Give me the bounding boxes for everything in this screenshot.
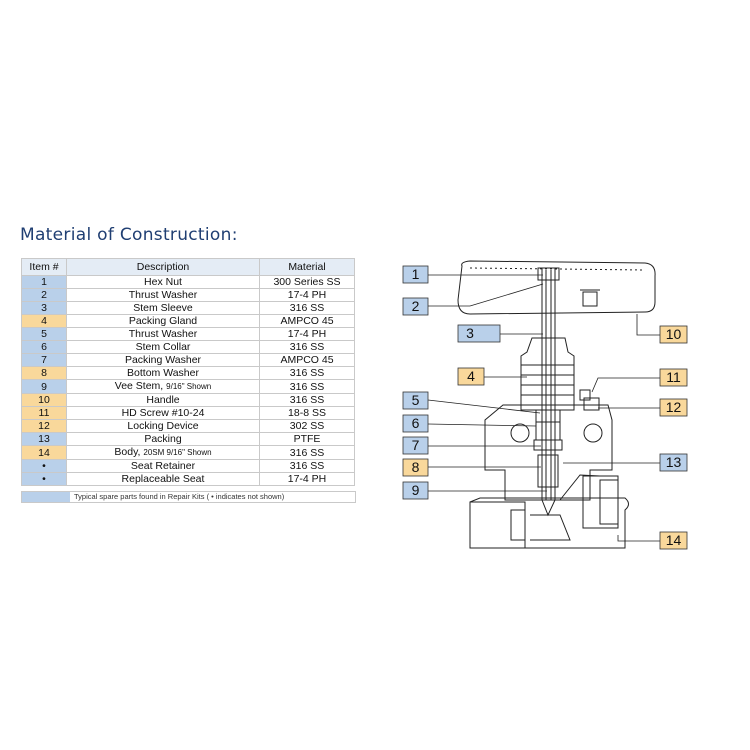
description-note: 9/16" Shown [166, 382, 212, 391]
description-text: Replaceable Seat [121, 473, 205, 485]
description-text: Hex Nut [144, 276, 182, 288]
callout-6-number: 6 [412, 415, 420, 431]
legend-swatch [22, 492, 70, 502]
description-text: HD Screw #10-24 [121, 407, 205, 419]
description-text: Locking Device [127, 420, 199, 432]
callout-6: 6 [402, 414, 429, 433]
table-row: • Replaceable Seat 17-4 PH [21, 472, 355, 486]
table-header-row: Item # Description Material [21, 258, 355, 276]
description-text: Packing Washer [124, 354, 202, 366]
callout-14: 14 [659, 531, 688, 550]
description-cell: Replaceable Seat [66, 472, 260, 486]
callout-5-number: 5 [412, 392, 420, 408]
description-text: Stem Sleeve [133, 302, 193, 314]
material-cell: 17-4 PH [259, 327, 355, 341]
material-cell: AMPCO 45 [259, 314, 355, 328]
item-number-cell: 5 [21, 327, 67, 341]
callout-2-number: 2 [412, 298, 420, 314]
description-text: Thrust Washer [128, 328, 198, 340]
material-cell: 17-4 PH [259, 288, 355, 302]
item-number-cell: • [21, 472, 67, 486]
callout-12-number: 12 [666, 399, 682, 415]
callout-11: 11 [659, 368, 688, 387]
description-cell: Stem Sleeve [66, 301, 260, 315]
table-row: 11 HD Screw #10-24 18-8 SS [21, 406, 355, 420]
material-cell: 17-4 PH [259, 472, 355, 486]
callout-11-number: 11 [666, 369, 681, 385]
legend: Typical spare parts found in Repair Kits… [21, 491, 356, 503]
lower-body-shape [469, 497, 629, 549]
callout-3: 3 [457, 324, 501, 343]
description-text: Packing Gland [128, 315, 198, 327]
callout-2: 2 [402, 297, 429, 316]
upper-body-shape [484, 404, 613, 501]
callout-10-number: 10 [666, 326, 682, 342]
legend-text: Typical spare parts found in Repair Kits… [74, 492, 285, 501]
description-text: Thrust Washer [128, 289, 198, 301]
callout-8: 8 [402, 458, 429, 477]
description-text: Body, [114, 446, 141, 458]
item-number-cell: 11 [21, 406, 67, 420]
callout-8-number: 8 [412, 459, 420, 475]
item-number-cell: 12 [21, 419, 67, 433]
callout-13: 13 [659, 453, 688, 472]
description-cell: Packing Gland [66, 314, 260, 328]
callout-14-number: 14 [666, 532, 682, 548]
material-cell: 18-8 SS [259, 406, 355, 420]
item-number-cell: 3 [21, 301, 67, 315]
header-item: Item # [21, 258, 67, 276]
callout-1-number: 1 [412, 266, 420, 282]
description-text: Packing [144, 433, 182, 445]
callout-10: 10 [659, 325, 688, 344]
callout-1: 1 [402, 265, 429, 284]
callout-12: 12 [659, 398, 688, 417]
description-text: Vee Stem, [114, 380, 164, 392]
callout-5: 5 [402, 391, 429, 410]
callout-13-number: 13 [666, 454, 682, 470]
callout-9: 9 [402, 481, 429, 500]
item-number-cell: 2 [21, 288, 67, 302]
page-title: Material of Construction: [20, 225, 238, 245]
description-text: Stem Collar [135, 341, 191, 353]
item-number-cell: 7 [21, 353, 67, 367]
header-description: Description [66, 258, 260, 276]
material-cell: 300 Series SS [259, 275, 355, 289]
handle-shape [457, 260, 656, 315]
description-text: Bottom Washer [127, 367, 199, 379]
callout-3-number: 3 [466, 325, 474, 341]
callout-9-number: 9 [412, 482, 420, 498]
callout-7-number: 7 [412, 437, 420, 453]
callout-7: 7 [402, 436, 429, 455]
bonnet-shape [520, 337, 575, 411]
callout-labels: 1 2 3 4 5 6 7 8 [402, 265, 688, 550]
header-material: Material [259, 258, 355, 276]
description-note: 20SM 9/16" Shown [143, 448, 212, 457]
description-text: Seat Retainer [130, 460, 196, 472]
description-text: Handle [146, 394, 180, 406]
callout-4-number: 4 [467, 368, 475, 384]
callout-4: 4 [457, 367, 485, 386]
item-number-cell: 14 [21, 445, 67, 460]
